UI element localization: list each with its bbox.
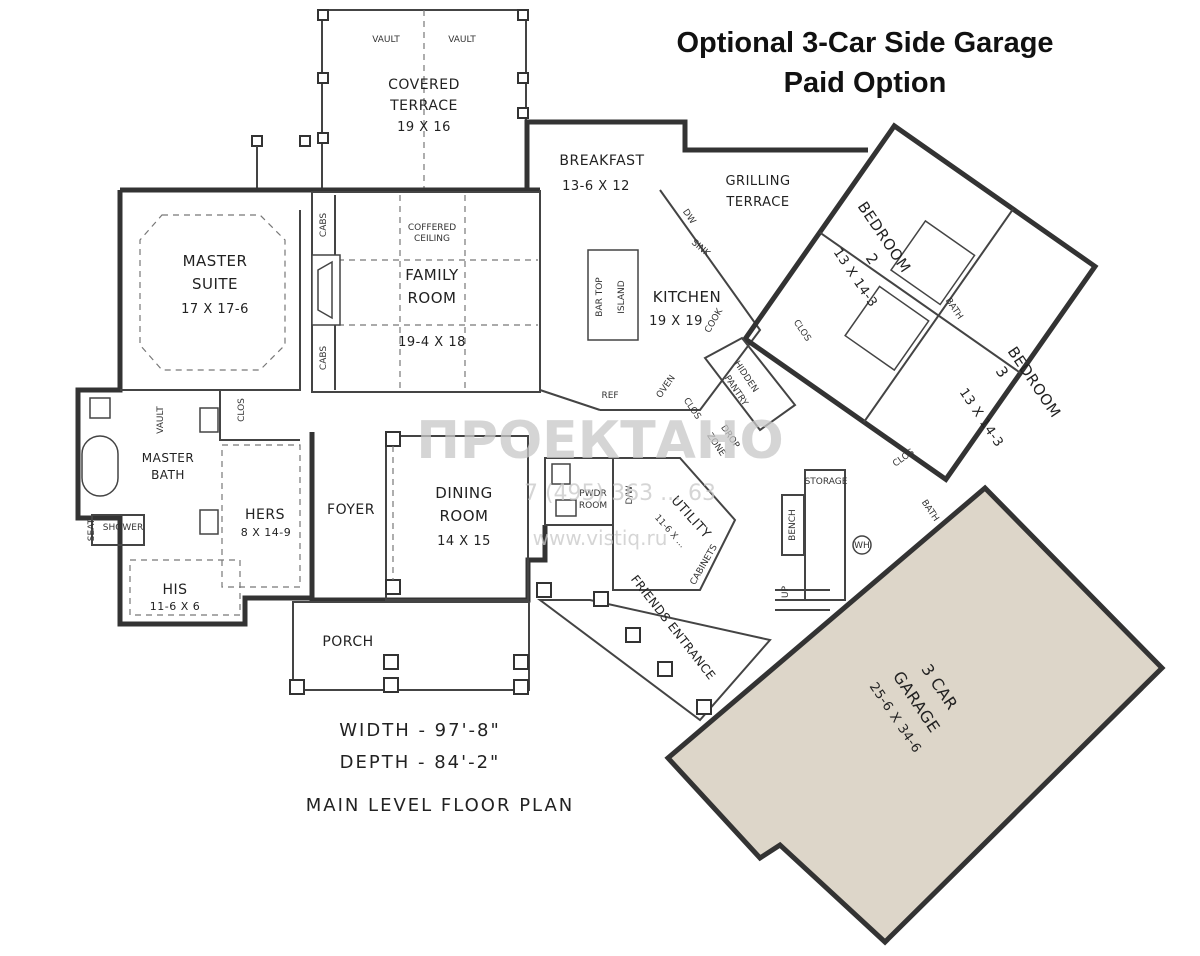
master-suite-size: 17 X 17-6 <box>181 302 249 317</box>
master-bath-clos: CLOS <box>237 398 247 422</box>
bedroom-2-name-2: 2 <box>862 250 883 268</box>
family-cabs-top: CABS <box>319 213 329 237</box>
bedroom-3-size: 13 X 14-3 <box>956 386 1006 451</box>
stair-up-label: UP <box>781 585 791 598</box>
bedroom-2-bath: BATH <box>943 296 965 321</box>
water-heater-label: WH <box>854 541 870 551</box>
bedroom-wing <box>741 122 1099 483</box>
dw-label: DW <box>680 207 697 226</box>
family-room-size: 19-4 X 18 <box>398 335 466 350</box>
master-suite-name-2: SUITE <box>192 275 238 293</box>
covered-terrace: VAULT VAULT COVERED TERRACE 19 X 16 <box>251 9 529 191</box>
breakfast-size: 13-6 X 12 <box>562 179 630 194</box>
vault-label-left: VAULT <box>372 35 400 45</box>
bedroom-3-bath: BATH <box>919 498 941 523</box>
ref-label: REF <box>601 391 618 401</box>
kitchen-name: KITCHEN <box>653 288 722 306</box>
his-name: HIS <box>162 582 187 598</box>
oven-label: OVEN <box>655 374 678 401</box>
storage-label: STORAGE <box>805 477 848 487</box>
depth-dimension: DEPTH - 84'-2" <box>340 752 501 773</box>
dining-room-name-2: ROOM <box>440 507 489 525</box>
his-size: 11-6 X 6 <box>150 600 201 613</box>
grilling-terrace: GRILLING TERRACE <box>725 174 790 210</box>
width-dimension: WIDTH - 97'-8" <box>339 720 501 741</box>
coffered-ceiling-2: CEILING <box>414 234 450 244</box>
porch: PORCH <box>289 601 530 695</box>
master-bath-name-2: BATH <box>151 468 185 482</box>
garage: WH 3 CAR GARAGE 25-6 X 34-6 <box>664 484 1166 946</box>
grilling-terrace-name-1: GRILLING <box>725 174 790 189</box>
bench-label: BENCH <box>788 509 798 541</box>
hers-closet: HERS 8 X 14-9 <box>221 444 301 588</box>
grilling-terrace-name-2: TERRACE <box>725 195 789 210</box>
heading-line-1: Optional 3-Car Side Garage <box>676 27 1053 59</box>
watermark: ПРОЕКТАНО 7 (495) 363 ... 63 www.vistiq.… <box>416 411 783 550</box>
powder-room-name-1: PWDR <box>579 489 607 499</box>
plan-title: MAIN LEVEL FLOOR PLAN <box>306 795 575 816</box>
storage-bench-stair: STORAGE BENCH UP <box>775 469 848 611</box>
foyer-name: FOYER <box>327 502 375 518</box>
bedroom-2-name-1: BEDROOM <box>854 198 915 276</box>
family-room: CABS CABS COFFERED CEILING FAMILY ROOM 1… <box>311 195 538 390</box>
watermark-brand: ПРОЕКТАНО <box>416 411 783 471</box>
bedroom-3-name-2: 3 <box>992 363 1013 381</box>
dining-room-size: 14 X 15 <box>437 534 491 549</box>
family-room-name-1: FAMILY <box>405 266 459 284</box>
master-suite: MASTER SUITE 17 X 17-6 <box>139 214 286 371</box>
watermark-phone: 7 (495) 363 ... 63 <box>524 481 716 506</box>
family-cabs-bottom: CABS <box>319 346 329 370</box>
utility-room: D/W UTILITY 11-6 X ... CABINETS <box>612 457 737 591</box>
foyer: FOYER <box>327 502 375 518</box>
master-bath: VAULT SEAT SHOWER CLOS MASTER BATH <box>81 397 247 546</box>
his-closet: HIS 11-6 X 6 <box>129 559 241 616</box>
coffered-ceiling-1: COFFERED <box>408 223 456 233</box>
porch-name: PORCH <box>322 634 373 650</box>
covered-terrace-name-2: TERRACE <box>389 98 458 114</box>
master-bath-shower: SHOWER <box>103 523 143 533</box>
master-bath-seat: SEAT <box>87 518 97 541</box>
utility-dw: D/W <box>625 485 635 504</box>
powder-room-name-2: ROOM <box>579 501 607 511</box>
hers-name: HERS <box>245 507 285 523</box>
kitchen-area: BAR TOP ISLAND REF OVEN DW SINK COOK BRE… <box>524 119 868 411</box>
breakfast-name: BREAKFAST <box>559 153 644 169</box>
dining-room: DINING ROOM 14 X 15 <box>385 431 492 595</box>
master-suite-name-1: MASTER <box>183 252 248 270</box>
hers-size: 8 X 14-9 <box>241 526 292 539</box>
dining-room-name-1: DINING <box>435 484 492 502</box>
cook-label: COOK <box>703 306 725 335</box>
vault-label-right: VAULT <box>448 35 476 45</box>
master-bath-name-1: MASTER <box>142 451 194 465</box>
covered-terrace-name-1: COVERED <box>388 77 460 93</box>
kitchen-size: 19 X 19 <box>649 314 703 329</box>
master-bath-vault: VAULT <box>156 406 166 434</box>
heading-line-2: Paid Option <box>784 67 947 99</box>
sink-label: SINK <box>689 238 712 260</box>
family-room-name-2: ROOM <box>408 289 457 307</box>
covered-terrace-size: 19 X 16 <box>397 120 451 135</box>
bar-top-label: BAR TOP <box>595 277 605 317</box>
island-label: ISLAND <box>617 280 627 313</box>
watermark-site: www.vistiq.ru <box>533 526 668 550</box>
friends-entrance-name: FRIENDS ENTRANCE <box>628 572 718 682</box>
house-walls <box>75 187 548 627</box>
bedroom-2-clos: CLOS <box>791 318 813 344</box>
